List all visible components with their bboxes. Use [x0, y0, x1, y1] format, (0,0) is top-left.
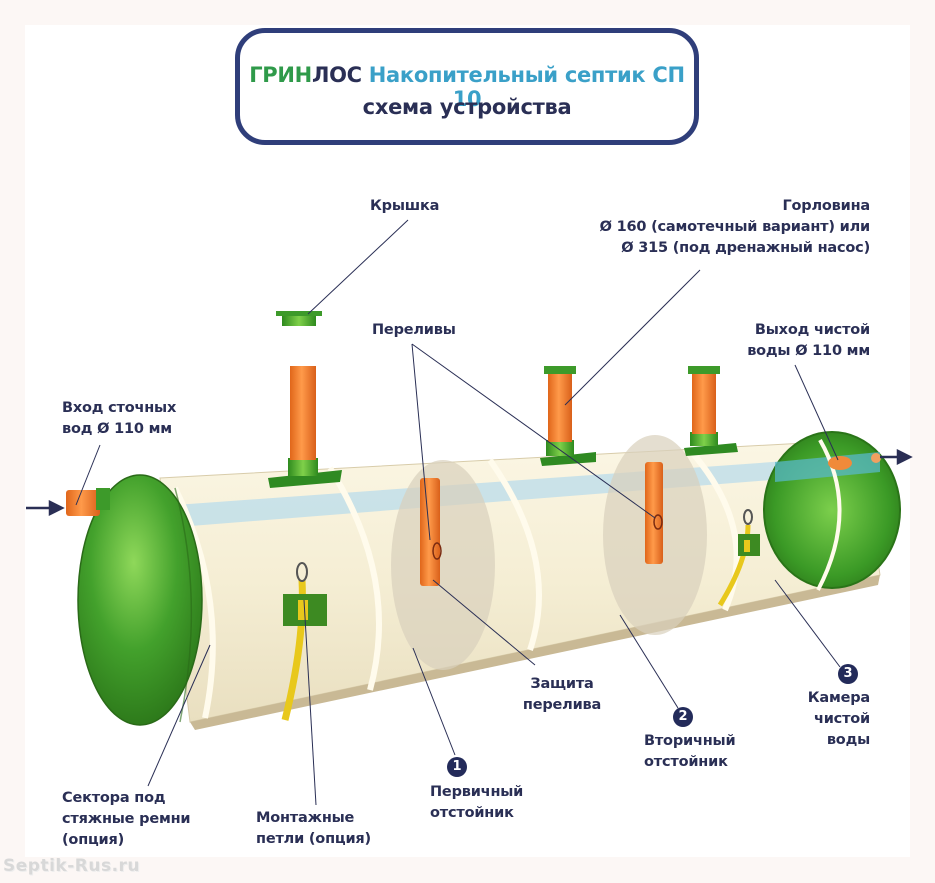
outlet-pipe — [828, 456, 852, 470]
overflow-pipe-1 — [420, 478, 440, 586]
label-neck: Горловина Ø 160 (самотечный вариант) или… — [599, 198, 871, 256]
label-chamber-3: Камера чистой воды — [807, 690, 870, 748]
neck-2 — [540, 366, 596, 466]
label-overflow-guard: Защита перелива — [522, 676, 602, 713]
mount-loop-2 — [717, 509, 760, 607]
strap-rings — [172, 448, 740, 719]
brand-part-green: ГРИН — [249, 63, 312, 87]
label-overflows: Переливы — [372, 322, 456, 338]
tank-bottom-edge — [190, 575, 880, 730]
label-mount-loops: Монтажные петли (опция) — [256, 810, 371, 847]
title-heading: ГРИНЛОС Накопительный септик СП 10 — [240, 63, 694, 111]
label-inlet: Вход сточных вод Ø 110 мм — [62, 400, 177, 437]
brand-part-dark: ЛОС — [311, 63, 362, 87]
label-strap-sectors: Сектора под стяжные ремни (опция) — [62, 790, 191, 848]
label-chamber-1: Первичный отстойник — [430, 784, 524, 821]
badge-chamber-2: 2 — [673, 707, 693, 727]
leader-lines — [75, 219, 841, 806]
neck-1 — [268, 366, 342, 488]
diagram-panel — [25, 25, 910, 857]
badge-chamber-3: 3 — [838, 664, 858, 684]
title-box: ГРИНЛОС Накопительный септик СП 10 схема… — [235, 28, 699, 145]
badge-chamber-1: 1 — [447, 757, 467, 777]
left-end-cap — [77, 474, 203, 726]
label-lid: Крышка — [370, 198, 440, 214]
lid — [276, 311, 322, 326]
product-name: Накопительный септик СП 10 — [368, 63, 685, 111]
neck-3 — [684, 366, 738, 456]
inflow-arrow — [26, 499, 65, 517]
label-chamber-2: Вторичный отстойник — [644, 733, 736, 770]
overflow-pipe-2 — [645, 462, 663, 564]
overflow-guard-1 — [432, 542, 442, 560]
outflow-arrow — [880, 448, 913, 466]
label-outlet: Выход чистой воды Ø 110 мм — [747, 322, 870, 359]
watermark: Septik-Rus.ru — [3, 856, 141, 876]
mount-loop-1 — [281, 562, 327, 721]
overflow-guard-2 — [653, 514, 663, 530]
inlet-pipe — [66, 488, 110, 516]
partition-1 — [391, 460, 495, 670]
title-subtitle: схема устройства — [362, 95, 572, 119]
